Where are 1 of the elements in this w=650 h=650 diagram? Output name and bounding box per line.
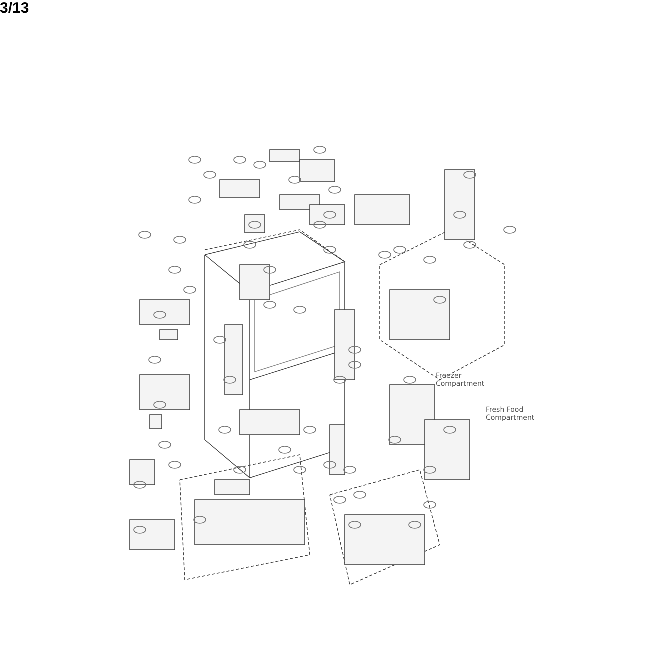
page-number: 3/13	[0, 0, 30, 17]
